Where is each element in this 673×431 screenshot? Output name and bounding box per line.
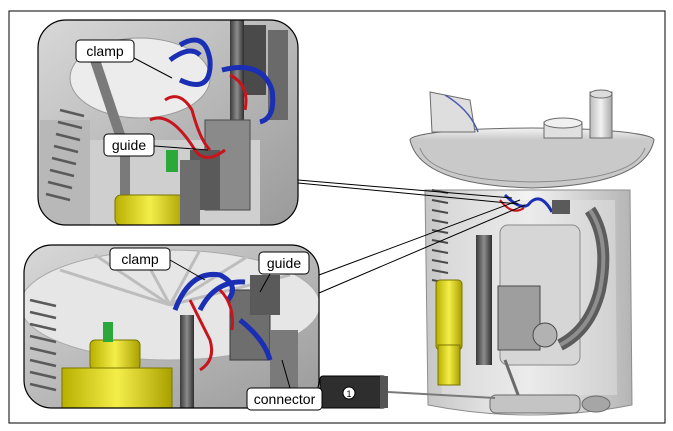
leader-line-lower-2 — [318, 204, 526, 294]
label-clamp-upper: clamp — [75, 39, 173, 79]
leader-line-upper-2 — [297, 182, 519, 205]
leader-line-upper-1 — [297, 179, 513, 199]
svg-text:guide: guide — [112, 137, 146, 153]
svg-text:connector: connector — [254, 391, 316, 407]
leader-line-lower-1 — [318, 199, 521, 276]
outlet-pipe — [589, 91, 613, 139]
harness-connector: 1 — [311, 375, 496, 409]
label-connector: connector — [246, 359, 323, 411]
label-clamp-lower: clamp — [109, 247, 206, 281]
detail-inset-lower — [23, 244, 320, 409]
label-guide-upper: guide — [103, 133, 209, 157]
figure-frame — [8, 10, 666, 424]
label-guide-lower: guide — [258, 251, 310, 293]
svg-text:guide: guide — [267, 255, 301, 271]
svg-text:clamp: clamp — [121, 251, 159, 267]
spring-left — [431, 189, 449, 284]
fuel-pump-assembly — [409, 89, 655, 416]
level-sender — [497, 285, 541, 351]
svg-text:clamp: clamp — [86, 43, 124, 59]
connector-mark: 1 — [346, 389, 351, 399]
yellow-connector — [435, 279, 463, 351]
